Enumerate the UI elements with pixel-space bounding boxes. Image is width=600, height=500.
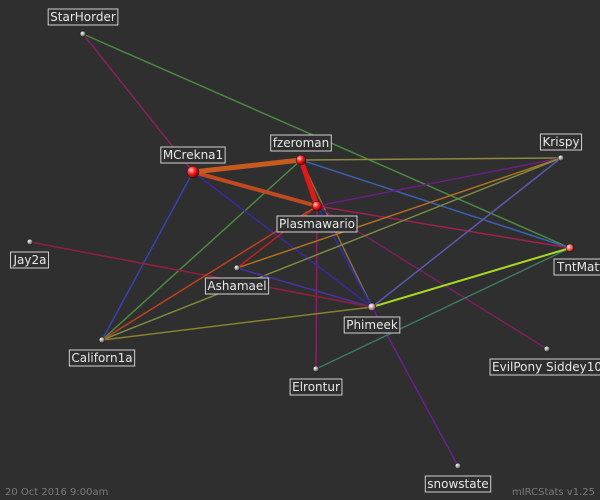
- node-label-phimeek: Phimeek: [343, 316, 401, 334]
- edge-mcrekna1-fzeroman: [190, 157, 304, 175]
- node-label-box: [553, 258, 600, 276]
- node-label-text: fzeroman: [273, 136, 330, 150]
- edge-fzeroman-krispy: [300, 157, 562, 161]
- node-elrontur: [312, 365, 320, 373]
- node-jay2a: [26, 238, 34, 246]
- edge-plasmawario-elrontur: [315, 205, 318, 370]
- node-label-box: [276, 215, 358, 233]
- node-ashamael: [233, 264, 241, 272]
- edge-mcrekna1-phimeek: [192, 171, 373, 308]
- node-plasmawario: [311, 200, 323, 212]
- edge-mcrekna1-californ1a: [101, 171, 194, 341]
- edge-plasmawario-krispy: [316, 157, 562, 207]
- node-fzeroman: [295, 154, 307, 166]
- node-label-box: [289, 378, 343, 396]
- edge-fzeroman-californ1a: [101, 159, 302, 341]
- edge-ashamael-plasmawario: [236, 205, 318, 269]
- node-label-text: Ashamael: [207, 279, 266, 293]
- node-label-box: [270, 134, 332, 152]
- node-label-box: [539, 133, 583, 151]
- edge-krispy-californ1a: [101, 157, 562, 341]
- node-label-box: [204, 277, 270, 295]
- node-label-text: MCrekna1: [163, 148, 223, 162]
- node-starhorder: [79, 30, 87, 38]
- node-label-box: [424, 475, 492, 493]
- node-label-ashamael: Ashamael: [204, 277, 270, 295]
- node-snowstate: [454, 462, 462, 470]
- node-californ1a: [98, 336, 106, 344]
- node-phimeek: [367, 302, 377, 312]
- edges-layer: [29, 33, 571, 467]
- node-label-box: [489, 358, 600, 376]
- edge-mcrekna1-plasmawario: [191, 170, 319, 208]
- node-label-fzeroman: fzeroman: [270, 134, 332, 152]
- node-mcrekna1: [186, 165, 200, 179]
- edge-fzeroman-tntmatthew: [300, 159, 571, 249]
- node-label-text: Californ1a: [71, 351, 132, 365]
- node-label-box: [68, 349, 136, 367]
- node-krispy: [557, 154, 565, 162]
- node-label-text: Plasmawario: [279, 217, 355, 231]
- node-label-text: TntMatthew: [556, 260, 600, 274]
- node-label-snowstate: snowstate: [424, 475, 492, 493]
- node-label-text: EvilPony Siddey10: [492, 360, 600, 374]
- node-label-krispy: Krispy: [539, 133, 583, 151]
- node-label-box: [47, 8, 119, 26]
- node-label-mcrekna1: MCrekna1: [160, 146, 226, 164]
- node-label-tntmatthew: TntMatthew: [553, 258, 600, 276]
- node-label-text: StarHorder: [50, 10, 116, 24]
- footer-version: mIRCStats v1.25: [512, 487, 595, 498]
- edge-ashamael-phimeek: [236, 267, 373, 308]
- nodes-layer: [26, 30, 575, 470]
- node-label-evilpony-siddey10: EvilPony Siddey10: [489, 358, 600, 376]
- edge-phimeek-tntmatthew: [371, 247, 571, 308]
- node-evilpony-siddey10: [543, 345, 551, 353]
- edge-fzeroman-plasmawario: [298, 157, 320, 209]
- edge-elrontur-tntmatthew: [315, 247, 571, 370]
- node-label-californ1a: Californ1a: [68, 349, 136, 367]
- node-label-text: Krispy: [542, 135, 579, 149]
- node-tntmatthew: [565, 243, 575, 253]
- edge-plasmawario-tntmatthew: [316, 205, 571, 249]
- node-label-text: Elrontur: [292, 380, 340, 394]
- node-label-box: [10, 251, 49, 269]
- node-label-elrontur: Elrontur: [289, 378, 343, 396]
- edge-krispy-phimeek: [371, 157, 562, 308]
- edge-jay2a-phimeek: [29, 241, 373, 308]
- edge-krispy-ashamael: [236, 157, 562, 269]
- node-label-text: Jay2a: [13, 253, 47, 267]
- node-label-box: [160, 146, 226, 164]
- node-label-jay2a: Jay2a: [10, 251, 49, 269]
- node-label-text: snowstate: [427, 477, 488, 491]
- node-label-text: Phimeek: [346, 318, 398, 332]
- node-label-starhorder: StarHorder: [47, 8, 119, 26]
- node-label-box: [343, 316, 401, 334]
- edge-californ1a-phimeek: [101, 306, 373, 341]
- footer-timestamp: 20 Oct 2016 9:00am: [5, 487, 108, 498]
- node-label-plasmawario: Plasmawario: [276, 215, 358, 233]
